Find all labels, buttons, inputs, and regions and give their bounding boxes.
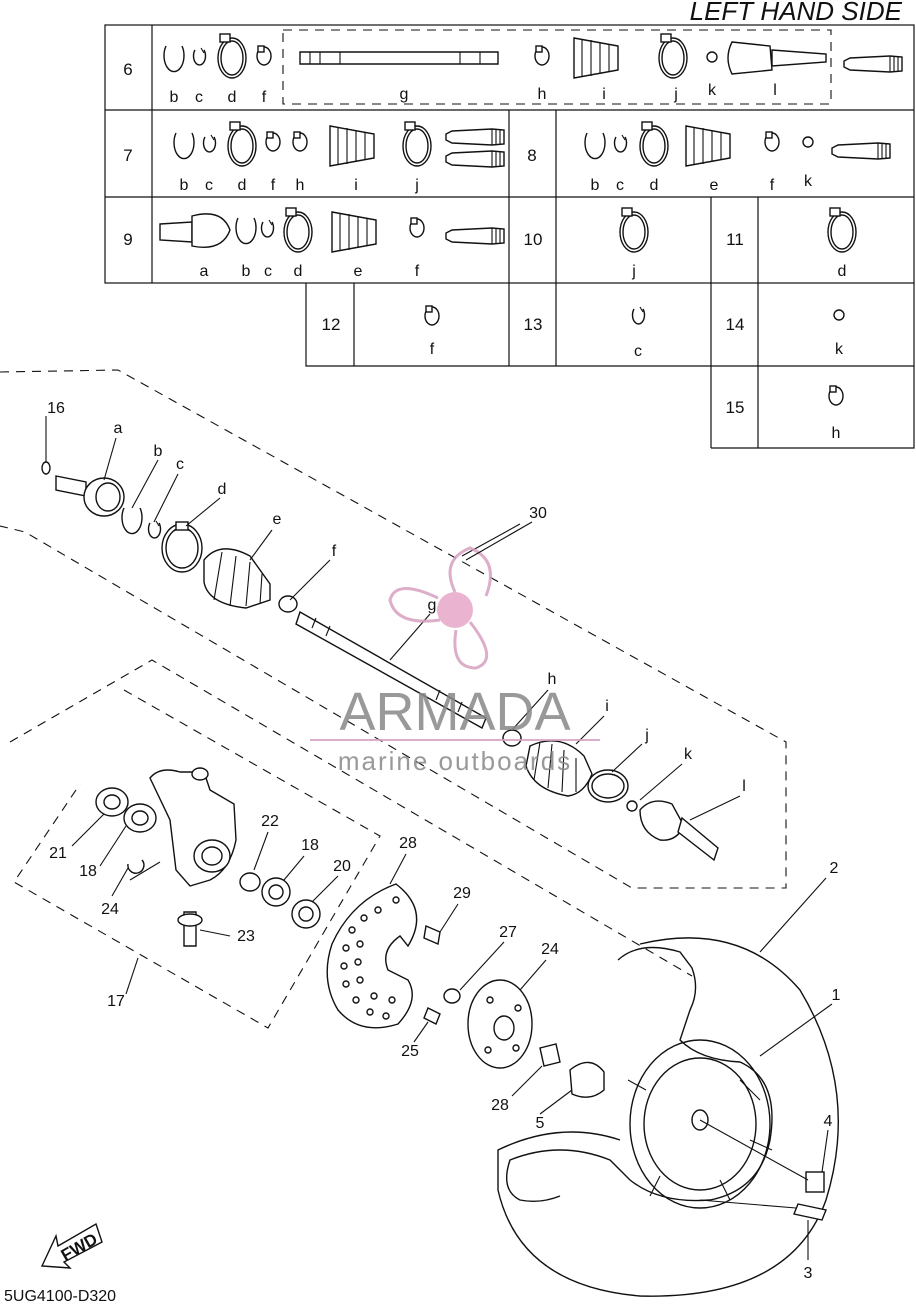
watermark-tagline: marine outboards (338, 746, 572, 776)
callout-26: 27 (499, 924, 517, 941)
shaft-label-j: j (644, 727, 649, 744)
kit-7-part-i: i (354, 177, 358, 194)
callout-20: 21 (49, 845, 67, 862)
kit-6-part-b: b (170, 89, 179, 106)
kit-6-part-h: h (538, 86, 547, 103)
kit-7-part-c: c (205, 177, 213, 194)
watermark-brand: ARMADA (339, 682, 570, 742)
kit-6-part-i: i (602, 86, 606, 103)
kit-ref-10: 10 (524, 230, 543, 249)
kit-9-part-c: c (264, 263, 272, 280)
shaft-label-f: f (332, 543, 337, 560)
callout-2: 2 (830, 860, 839, 877)
kit-7-part-b: b (180, 177, 189, 194)
callout-3: 3 (804, 1265, 813, 1282)
shaft-label-h: h (548, 671, 557, 688)
outer-cv-joint-icon (159, 213, 231, 248)
kit-6-part-d: d (228, 89, 237, 106)
kit-8-part-d: d (650, 177, 659, 194)
kit-ref-14: 14 (726, 315, 745, 334)
diagram-code: 5UG4100-D320 (4, 1288, 116, 1305)
shaft-label-g: g (428, 597, 437, 614)
kit-ref-12: 12 (322, 315, 341, 334)
callout-23: 24 (101, 901, 119, 918)
callouts: 16 30 2 1 4 3 5 28 25 24 27 29 28 22 18 … (47, 400, 840, 1282)
kit-ref-7: 7 (123, 146, 132, 165)
kit-9-part-b: b (242, 263, 251, 280)
callout-16: 16 (47, 400, 65, 417)
kit-ref-13: 13 (524, 315, 543, 334)
kit-ref-8: 8 (527, 146, 536, 165)
kit-ref-15: 15 (726, 398, 745, 417)
kit-table: 6 7 8 9 10 11 12 13 14 15 b c d f g h (104, 24, 915, 449)
callout-24: 24 (541, 941, 559, 958)
kit-15-part-h: h (832, 425, 841, 442)
kit-6-part-l: l (773, 82, 777, 99)
kit-10-part-j: j (631, 263, 636, 280)
kit-7-part-f: f (271, 177, 276, 194)
callout-17: 17 (107, 993, 125, 1010)
callout-22: 23 (237, 928, 255, 945)
callout-28: 28 (399, 835, 417, 852)
kit-ref-6: 6 (123, 60, 132, 79)
kit-6-part-f: f (262, 89, 267, 106)
propeller-logo (388, 546, 492, 670)
kit-ref-9: 9 (123, 230, 132, 249)
kit-8-part-c: c (616, 177, 624, 194)
callout-1: 1 (832, 987, 841, 1004)
kit-8-part-f: f (770, 177, 775, 194)
kit-9-part-f: f (415, 263, 420, 280)
wheel-assembly (497, 937, 839, 1297)
callout-19: 20 (333, 858, 351, 875)
kit-6-part-g: g (400, 86, 409, 103)
shaft-label-k: k (684, 746, 693, 763)
kit-6-part-c: c (195, 89, 203, 106)
shaft-label-a: a (114, 420, 123, 437)
kit-9-part-d: d (294, 263, 303, 280)
callout-18-left: 18 (79, 863, 97, 880)
fwd-arrow-icon: FWD (40, 1222, 103, 1269)
kit-14-part-k: k (835, 341, 844, 358)
kit-7-part-h: h (296, 177, 305, 194)
shaft-label-i: i (605, 698, 609, 715)
kit-6-part-j: j (673, 86, 678, 103)
callout-29: 29 (453, 885, 471, 902)
shaft-label-l: l (742, 778, 746, 795)
kit-ref-11: 11 (726, 230, 744, 249)
kit-9-part-a: a (200, 263, 209, 280)
callout-25: 25 (401, 1043, 419, 1060)
callout-5: 5 (536, 1115, 545, 1132)
page-title: LEFT HAND SIDE (690, 0, 903, 26)
kit-9-part-e: e (354, 263, 363, 280)
callout-21: 22 (261, 813, 279, 830)
kit-8-part-e: e (710, 177, 719, 194)
callout-30: 30 (529, 505, 547, 522)
kit-12-part-f: f (430, 341, 435, 358)
kit-7-part-d: d (238, 177, 247, 194)
kit-11-part-d: d (838, 263, 847, 280)
drive-shaft-assembly: a b c d e f g h i j k l (0, 369, 787, 889)
kit-8-part-b: b (591, 177, 600, 194)
kit-13-part-c: c (634, 343, 642, 360)
shaft-label-d: d (218, 481, 227, 498)
callout-4: 4 (824, 1113, 833, 1130)
kit-8-part-k: k (804, 173, 813, 190)
kit-6-part-k: k (708, 82, 717, 99)
kit-7-part-j: j (414, 177, 419, 194)
shaft-icon (299, 51, 499, 65)
brake-disc (326, 883, 605, 1098)
cv-joint-icon (727, 41, 827, 75)
callout-27: 28 (491, 1097, 509, 1114)
watermark: ARMADA marine outboards (310, 546, 600, 776)
shaft-label-b: b (154, 443, 163, 460)
knuckle-group (9, 659, 693, 1029)
callout-18-right: 18 (301, 837, 319, 854)
shaft-label-c: c (176, 456, 184, 473)
shaft-label-e: e (273, 511, 282, 528)
